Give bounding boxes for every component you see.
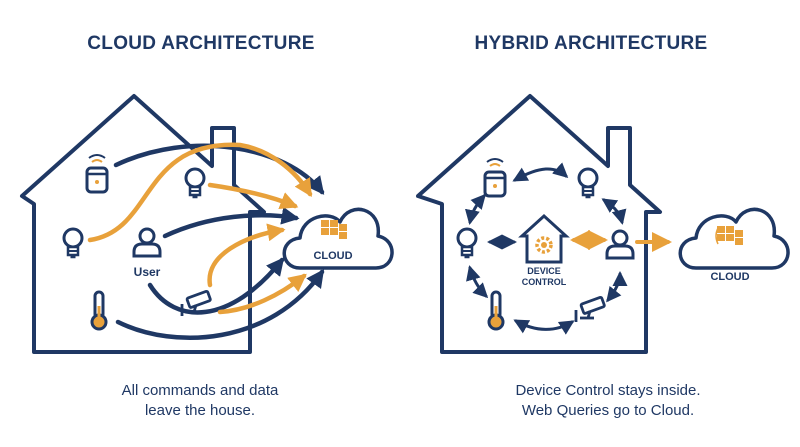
right-caption: Device Control stays inside. Web Queries… xyxy=(428,381,788,421)
user-icon xyxy=(605,229,635,260)
data-flow-arrows-navy xyxy=(113,143,325,340)
left-house xyxy=(20,94,266,354)
cloud-icon xyxy=(282,207,394,270)
thermometer-icon xyxy=(90,290,108,331)
web-query-arrows xyxy=(570,230,672,252)
right-cloud-label: CLOUD xyxy=(710,271,749,283)
left-cloud-label: CLOUD xyxy=(313,250,352,262)
device-control-arrows xyxy=(465,162,628,335)
left-caption-line-2: leave the house. xyxy=(144,402,256,419)
right-house xyxy=(416,94,662,354)
smart-speaker-icon xyxy=(85,153,109,194)
device-control-label-2: CONTROL xyxy=(522,277,567,287)
user-icon xyxy=(132,227,162,258)
device-control-label-1: DEVICE xyxy=(527,266,561,276)
security-camera-icon xyxy=(574,295,607,324)
right-caption-line-2: Web Queries go to Cloud. xyxy=(521,402,695,419)
cloud-icon xyxy=(678,207,790,270)
hybrid-architecture-title: HYBRID ARCHITECTURE xyxy=(474,33,708,54)
smart-speaker-icon xyxy=(483,157,507,198)
light-bulb-icon xyxy=(184,167,206,199)
left-caption-line-1: All commands and data xyxy=(121,382,279,399)
data-flow-arrows-orange xyxy=(87,142,313,315)
light-bulb-icon xyxy=(62,227,84,259)
light-bulb-icon xyxy=(456,227,478,259)
light-bulb-icon xyxy=(577,167,599,199)
cloud-architecture-title: CLOUD ARCHITECTURE xyxy=(87,33,315,54)
thermometer-icon xyxy=(487,290,505,331)
right-caption-line-1: Device Control stays inside. xyxy=(515,382,701,399)
left-caption: All commands and data leave the house. xyxy=(20,381,380,421)
user-label: User xyxy=(134,265,161,279)
house-gear-icon xyxy=(518,213,570,264)
